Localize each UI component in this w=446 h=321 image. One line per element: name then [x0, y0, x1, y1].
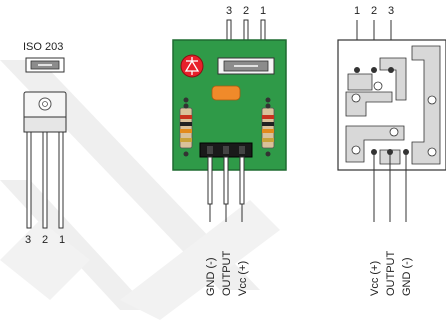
pcb-pin-number: 1 — [260, 5, 266, 17]
package-hole — [38, 97, 52, 111]
track-pin-number: 1 — [354, 5, 360, 17]
resistor-left — [179, 103, 193, 157]
package-legs — [26, 131, 64, 229]
package-label: ISO 203 — [23, 41, 63, 53]
component-drawing: ISO 203 3 2 1 — [23, 41, 67, 246]
component-pin-number: 1 — [59, 234, 65, 246]
component-pin-number: 2 — [42, 234, 48, 246]
track-label-vcc: Vcc (+) — [369, 261, 381, 296]
component-pin-number: 3 — [25, 234, 31, 246]
track-pin-number: 3 — [388, 5, 394, 17]
resistor-right — [261, 103, 275, 157]
pcb-component-view: 3 2 1 — [172, 5, 287, 297]
diode-symbol-icon — [184, 57, 200, 75]
connector-label-gnd: GND (-) — [205, 258, 217, 297]
track-pin-number: 2 — [371, 5, 377, 17]
connector-label-vcc: Vcc (+) — [237, 261, 249, 296]
track-label-output: OUTPUT — [385, 251, 397, 297]
pcb-pin-number: 3 — [226, 5, 232, 17]
capacitor — [211, 85, 241, 101]
pcb-track-view: 1 2 3 — [337, 5, 446, 297]
pcb-pin-number: 2 — [243, 5, 249, 17]
track-label-gnd: GND (-) — [401, 258, 413, 297]
connector-label-output: OUTPUT — [221, 251, 233, 297]
